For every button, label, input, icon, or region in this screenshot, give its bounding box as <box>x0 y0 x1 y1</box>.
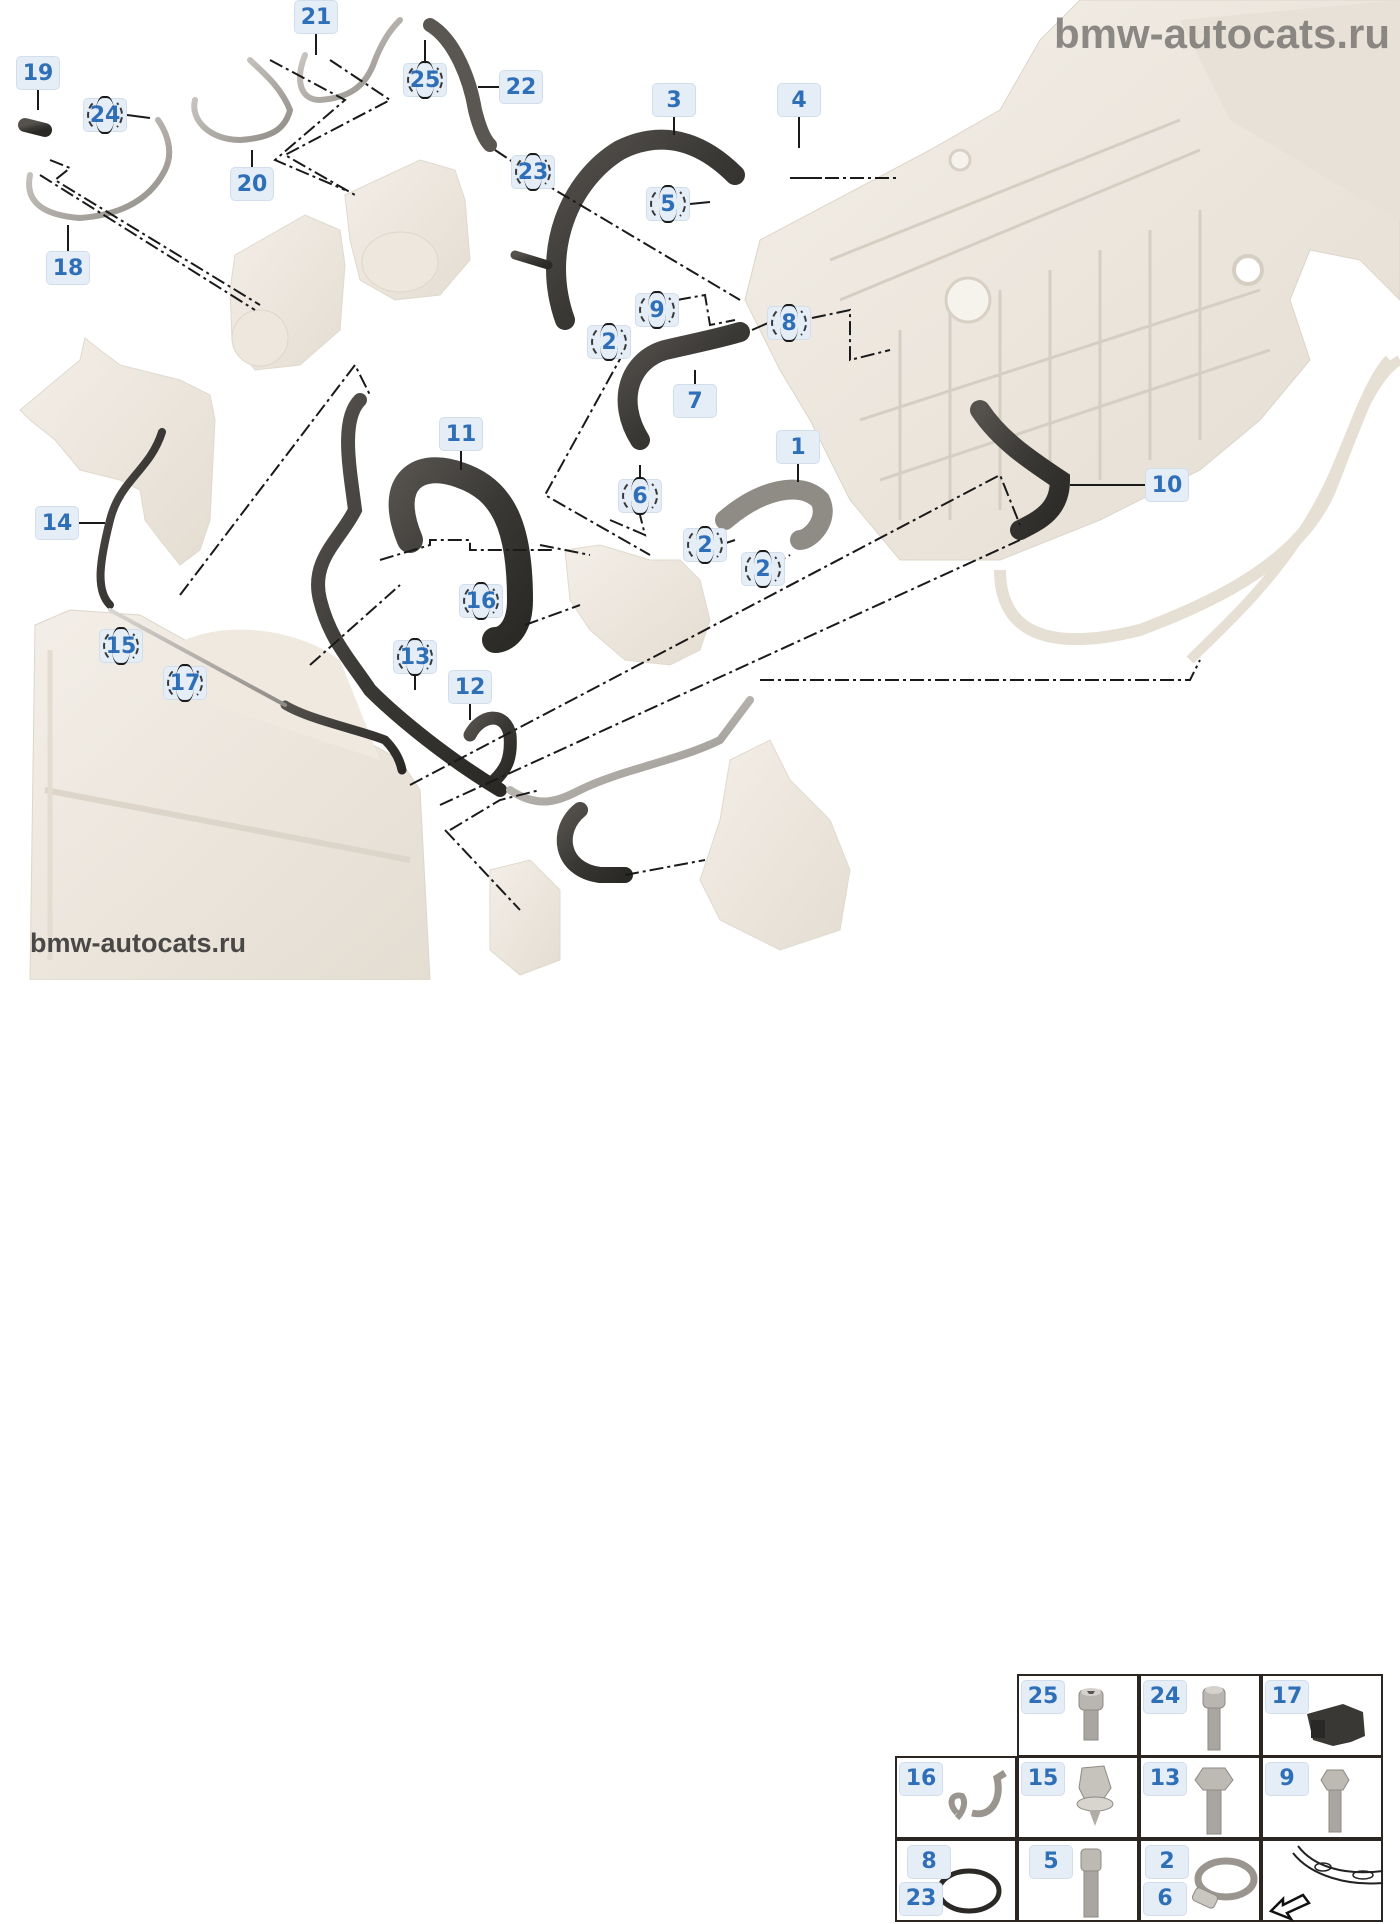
parts-cell-label: 9 <box>1265 1762 1309 1796</box>
engine-block <box>744 0 1400 664</box>
callout-2[interactable]: 2 <box>741 550 785 588</box>
parts-cell-label: 5 <box>1029 1845 1073 1879</box>
parts-cell-label: 6 <box>1143 1882 1187 1916</box>
callout-16[interactable]: 16 <box>459 582 503 620</box>
hose-bottom <box>556 802 633 883</box>
parts-cell-label: 2 <box>1145 1845 1189 1879</box>
parts-cell-13[interactable]: 13 <box>1139 1756 1261 1839</box>
metal-lines <box>26 17 754 806</box>
callout-25[interactable]: 25 <box>403 61 447 99</box>
parts-cell-16[interactable]: 16 <box>895 1756 1017 1839</box>
line-21 <box>297 17 403 104</box>
callout-9[interactable]: 9 <box>635 291 679 329</box>
callout-24[interactable]: 24 <box>83 96 127 134</box>
hose-11 <box>388 457 534 653</box>
callout-18[interactable]: 18 <box>46 251 90 285</box>
callout-6[interactable]: 6 <box>618 477 662 515</box>
vehicle-direction-icon <box>1268 1845 1384 1922</box>
hose-3 <box>546 129 745 330</box>
callout-8[interactable]: 8 <box>767 304 811 342</box>
parts-cell-17[interactable]: 17 <box>1261 1674 1383 1757</box>
parts-cell-label: 25 <box>1021 1680 1065 1714</box>
callout-7[interactable]: 7 <box>673 384 717 418</box>
parts-diagram: bmw-autocats.ru bmw-autocats.ru 19 24 21… <box>16 0 1400 1922</box>
callout-23[interactable]: 23 <box>511 153 555 191</box>
parts-cell-8-23[interactable]: 8 23 <box>895 1839 1017 1922</box>
parts-cell-15[interactable]: 15 <box>1017 1756 1139 1839</box>
hose-7 <box>617 322 750 450</box>
line-lower <box>506 696 754 806</box>
line-22 <box>423 18 497 152</box>
hose-19 <box>18 118 52 137</box>
callout-11[interactable]: 11 <box>439 417 483 451</box>
line-20 <box>191 57 294 144</box>
parts-cell-label: 15 <box>1021 1762 1065 1796</box>
parts-cell-9[interactable]: 9 <box>1261 1756 1383 1839</box>
callout-17[interactable]: 17 <box>163 664 207 702</box>
callout-2[interactable]: 2 <box>587 323 631 361</box>
parts-cell-label: 24 <box>1143 1680 1187 1714</box>
water-pump <box>489 544 851 976</box>
hose-1 <box>715 479 833 550</box>
callout-12[interactable]: 12 <box>448 670 492 704</box>
callout-10[interactable]: 10 <box>1145 468 1189 502</box>
line-18 <box>26 117 173 222</box>
callout-4[interactable]: 4 <box>777 83 821 117</box>
parts-cell-label: 8 <box>907 1845 951 1879</box>
hose-lower <box>280 700 407 775</box>
hose-12 <box>463 711 517 787</box>
callout-19[interactable]: 19 <box>16 56 60 90</box>
watermark-top: bmw-autocats.ru <box>1053 10 1390 57</box>
diagram-artwork <box>18 0 1400 981</box>
hoses <box>18 118 1071 883</box>
hose-10 <box>970 400 1071 540</box>
callout-5[interactable]: 5 <box>646 185 690 223</box>
callout-13[interactable]: 13 <box>393 638 437 676</box>
parts-cell-2-6[interactable]: 2 6 <box>1139 1839 1261 1922</box>
parts-cell-25[interactable]: 25 <box>1017 1674 1139 1757</box>
callout-14[interactable]: 14 <box>35 506 79 540</box>
parts-cell-direction[interactable] <box>1261 1839 1384 1922</box>
line-17 <box>108 608 287 707</box>
expansion-tank <box>19 337 216 566</box>
callout-2[interactable]: 2 <box>683 526 727 564</box>
callout-15[interactable]: 15 <box>99 627 143 665</box>
parts-cell-label: 16 <box>899 1762 943 1796</box>
parts-cell-5[interactable]: 5 <box>1017 1839 1139 1922</box>
parts-cell-label: 13 <box>1143 1762 1187 1796</box>
parts-cell-label: 23 <box>899 1882 943 1916</box>
leader-lines <box>37 34 1145 720</box>
hose-3-branch <box>510 250 553 270</box>
callout-21[interactable]: 21 <box>294 0 338 34</box>
parts-cell-24[interactable]: 24 <box>1139 1674 1261 1757</box>
hose-14 <box>96 428 166 609</box>
callout-22[interactable]: 22 <box>499 70 543 104</box>
hose-main <box>311 393 507 797</box>
watermark-bottom: bmw-autocats.ru <box>30 928 247 958</box>
callout-3[interactable]: 3 <box>652 83 696 117</box>
callout-20[interactable]: 20 <box>230 167 274 201</box>
radiator <box>29 609 431 981</box>
parts-cell-label: 17 <box>1265 1680 1309 1714</box>
callout-1[interactable]: 1 <box>776 430 820 464</box>
exhaust-manifolds <box>229 159 471 371</box>
